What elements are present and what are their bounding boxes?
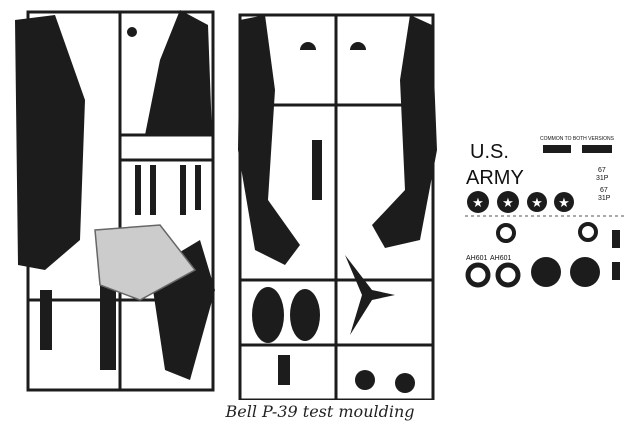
sprue-photo: U.S. COMMON TO BOTH VERSIONS ARMY 67 31P… [15,10,625,400]
svg-text:67: 67 [598,167,606,174]
decal-us: U.S. [470,141,509,163]
svg-text:★: ★ [531,196,543,211]
photo-caption: Bell P-39 test moulding [225,402,415,421]
decal-army: ARMY [466,167,524,189]
svg-text:AH601: AH601 [490,255,512,262]
svg-text:31P: 31P [596,175,609,182]
svg-text:67: 67 [600,187,608,194]
middle-sprue [238,13,435,400]
wing-left [15,15,85,270]
svg-text:COMMON TO BOTH VERSIONS: COMMON TO BOTH VERSIONS [540,136,615,142]
decal-sheet: U.S. COMMON TO BOTH VERSIONS ARMY 67 31P… [465,136,625,288]
fuselage-half-right [372,15,437,248]
svg-text:31P: 31P [598,195,611,202]
svg-text:★: ★ [502,196,514,211]
clear-parts [94,224,197,301]
svg-text:★: ★ [558,196,570,211]
wing-right [145,10,212,135]
svg-text:★: ★ [472,196,484,211]
star-roundels [467,191,574,213]
propeller [345,255,395,335]
svg-text:AH601: AH601 [466,255,488,262]
fuselage-half-left [238,15,300,265]
